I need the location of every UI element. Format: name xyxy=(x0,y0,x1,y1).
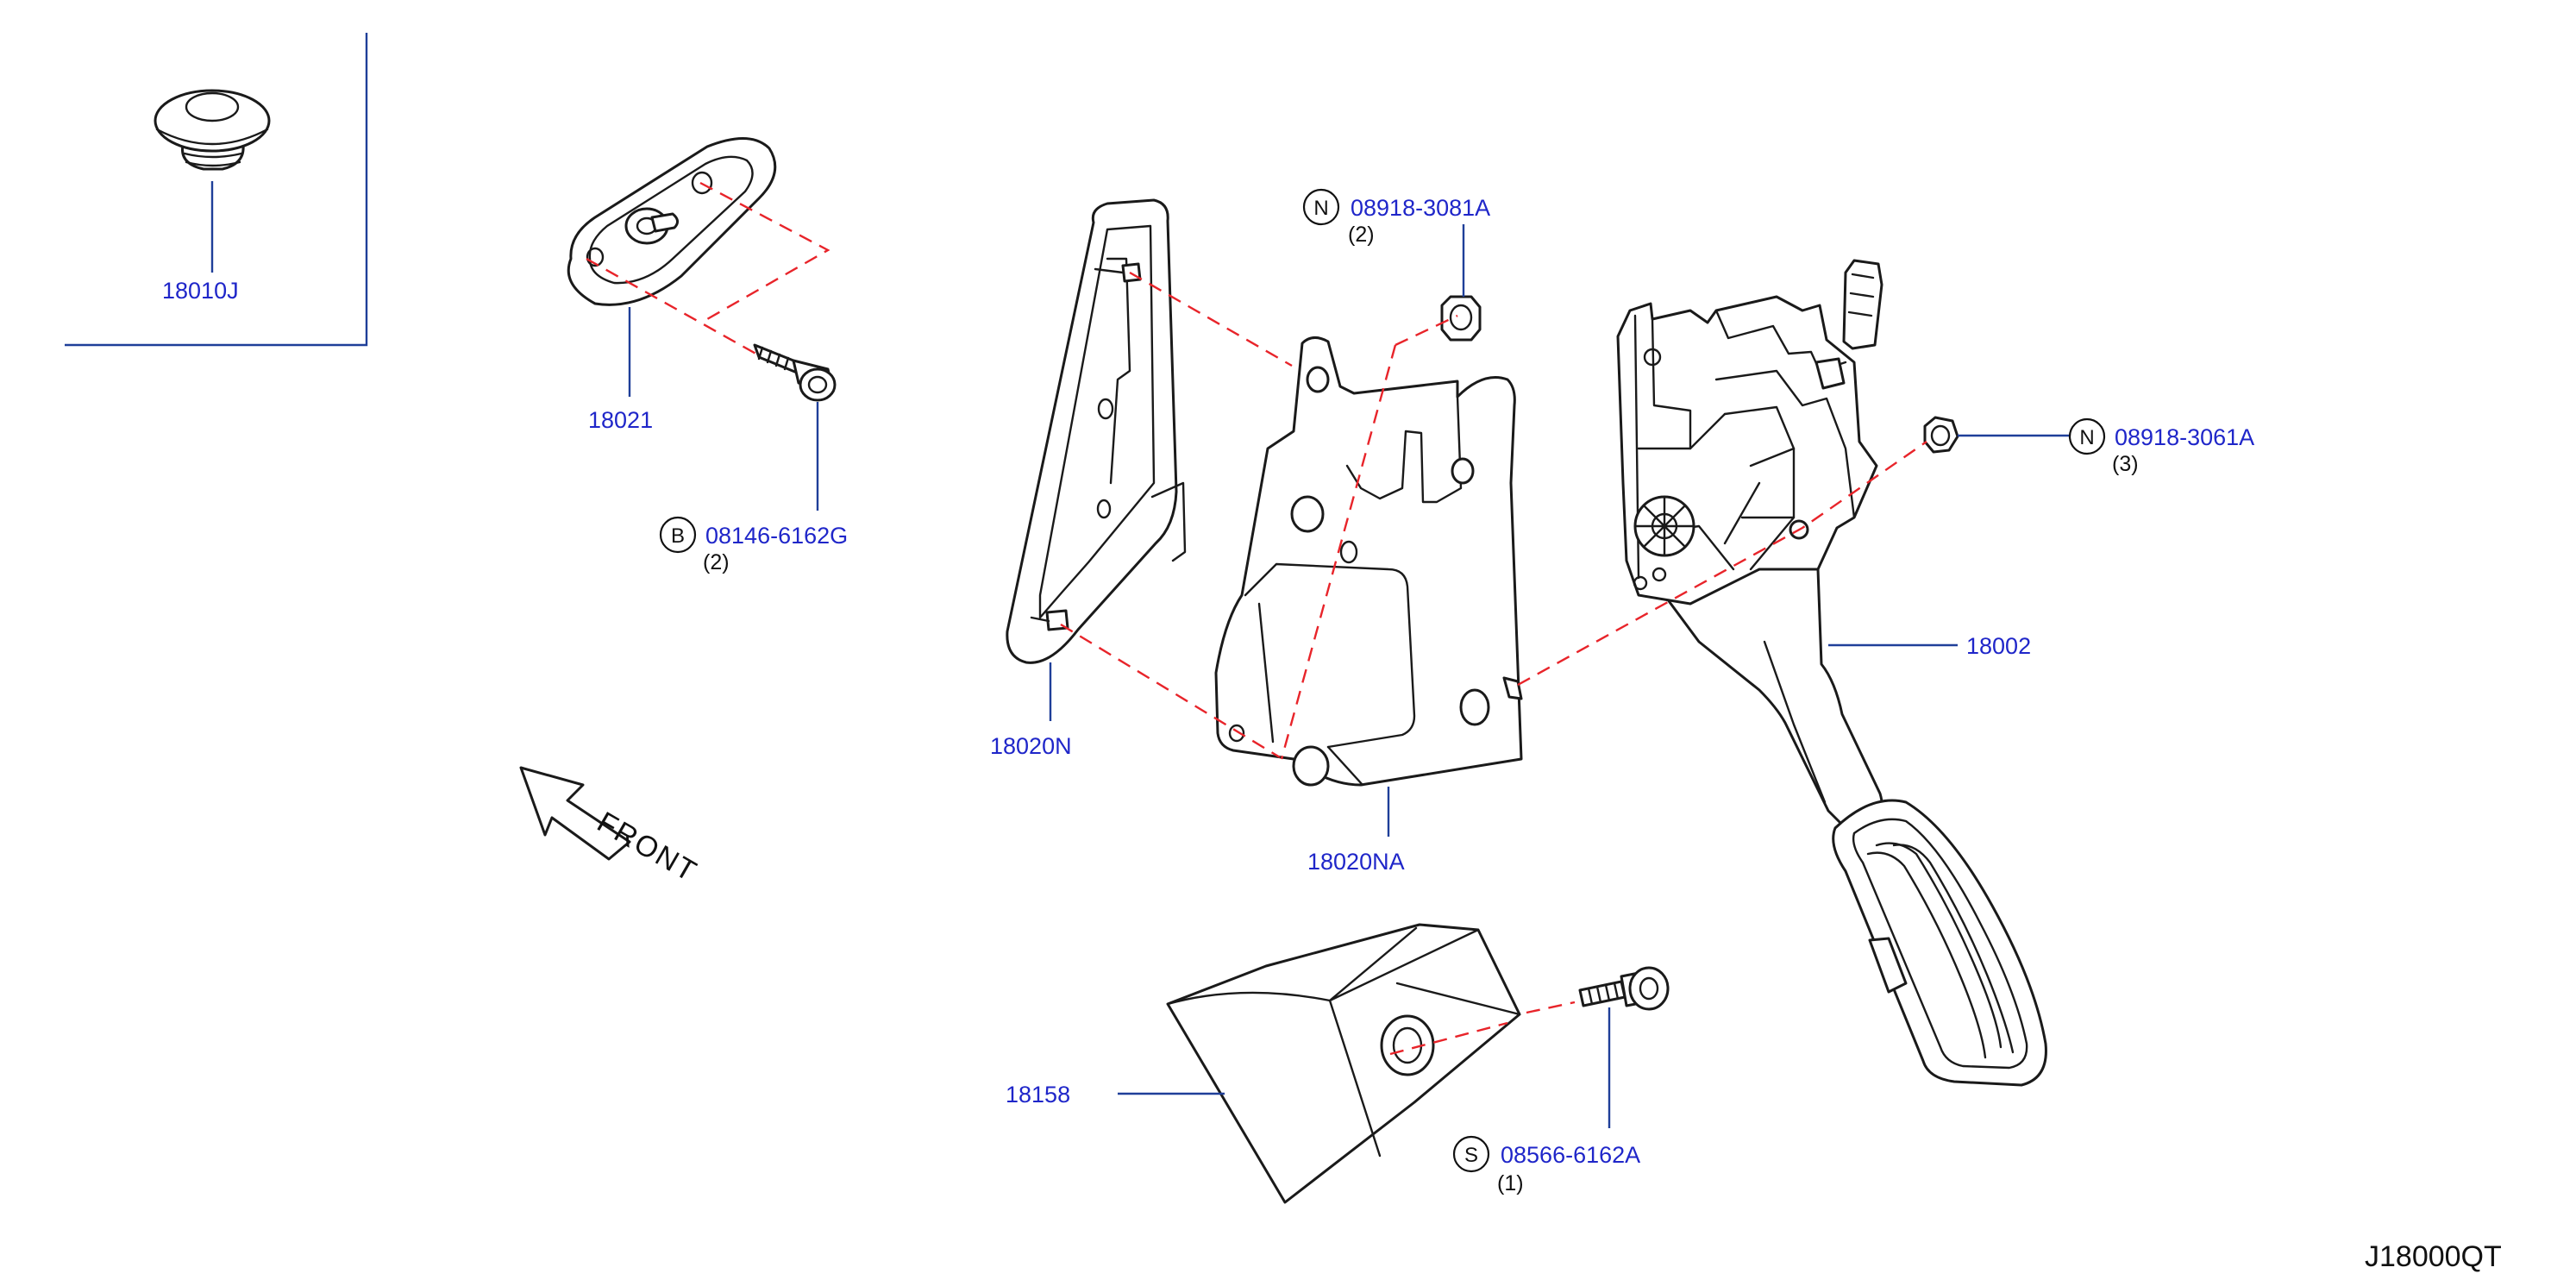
svg-text:08918-3061A: 08918-3061A xyxy=(2115,424,2254,450)
label-nut-n2[interactable]: N 08918-3061A (3) xyxy=(2068,417,2254,476)
pedal-18002[interactable] xyxy=(1616,259,2047,1087)
label-screw-s[interactable]: S 08566-6162A (1) xyxy=(1452,1135,1640,1195)
label-bolt-b[interactable]: B 08146-6162G (2) xyxy=(659,516,848,574)
label-18002[interactable]: 18002 xyxy=(1966,633,2031,659)
label-18010j[interactable]: 18010J xyxy=(162,278,239,304)
nut-n-08918-3081a[interactable] xyxy=(1440,295,1482,342)
qty-screw-s: (1) xyxy=(1497,1171,1524,1195)
label-18020na[interactable]: 18020NA xyxy=(1307,849,1405,875)
stopper-18021[interactable] xyxy=(567,137,777,306)
symbol-n1: N xyxy=(1313,197,1328,220)
align-bracket xyxy=(1060,271,1927,760)
front-arrow-icon xyxy=(519,766,631,861)
screw-s-08566-6162a[interactable] xyxy=(1578,966,1670,1011)
qty-nut-n2: (3) xyxy=(2112,452,2139,476)
clip-18010j[interactable] xyxy=(154,89,271,171)
qty-nut-n1: (2) xyxy=(1348,223,1375,247)
symbol-s: S xyxy=(1464,1144,1478,1167)
bolt-b-08146-6162g[interactable] xyxy=(753,343,837,402)
svg-text:08918-3081A: 08918-3081A xyxy=(1351,195,1490,221)
nut-n-08918-3061a[interactable] xyxy=(1923,416,1959,454)
label-18158[interactable]: 18158 xyxy=(1006,1082,1070,1107)
symbol-b: B xyxy=(671,524,685,548)
inset-frame xyxy=(65,33,368,347)
label-18021[interactable]: 18021 xyxy=(588,407,653,433)
svg-text:08146-6162G: 08146-6162G xyxy=(705,523,848,549)
label-18020n[interactable]: 18020N xyxy=(990,733,1072,759)
align-cover xyxy=(1389,1001,1576,1056)
diagram-code: J18000QT xyxy=(2365,1240,2502,1273)
symbol-n2: N xyxy=(2079,426,2094,449)
bracket-18020na[interactable] xyxy=(1214,336,1523,787)
cover-18158[interactable] xyxy=(1166,923,1521,1204)
align-stopper xyxy=(586,181,830,357)
insulator-18020n[interactable] xyxy=(1006,198,1187,664)
svg-text:08566-6162A: 08566-6162A xyxy=(1501,1142,1640,1168)
label-nut-n1[interactable]: N 08918-3081A (2) xyxy=(1302,188,1490,247)
qty-bolt-b: (2) xyxy=(703,550,730,574)
